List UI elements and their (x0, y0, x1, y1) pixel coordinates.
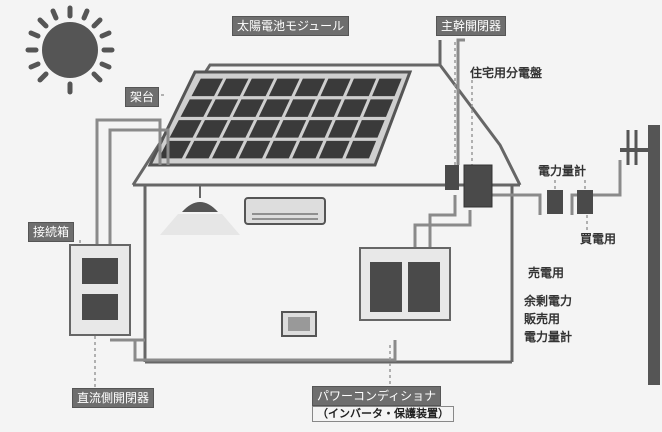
solar-cell (294, 78, 326, 97)
solar-cell (222, 120, 254, 138)
main-breaker-label: 主幹開閉器 (436, 16, 507, 36)
solar-cell (328, 120, 359, 138)
solar-cell (318, 140, 350, 159)
electric-meters (547, 190, 593, 214)
solar-cell (232, 99, 264, 117)
solar-cells (158, 78, 402, 159)
sell-label: 売電用 (528, 266, 565, 280)
monitor-icon (281, 311, 317, 337)
junction-box (69, 244, 131, 336)
wiring (95, 38, 622, 362)
solar-panel-array (147, 70, 413, 167)
junction-box-label: 接続箱 (28, 222, 75, 242)
solar-cell (268, 78, 300, 97)
solar-cell (180, 99, 213, 117)
dashed-leaders (79, 42, 588, 392)
solar-cell (337, 99, 368, 117)
solar-module-label: 太陽電池モジュール (232, 16, 350, 36)
sun-icon (25, 5, 115, 95)
purchase-label: 買電用 (580, 232, 617, 246)
solar-cell (284, 99, 316, 117)
power-conditioner-label: パワーコンディショナ (312, 386, 442, 406)
solar-cell (238, 140, 271, 159)
solar-cell (195, 120, 228, 138)
solar-cell (206, 99, 239, 117)
solar-cell (217, 78, 249, 97)
air-conditioner-icon (244, 197, 326, 225)
solar-cell (292, 140, 324, 159)
solar-cell (346, 78, 377, 97)
dc-switch-label: 直流側開閉器 (72, 388, 155, 408)
meter-label: 電力量計 (538, 164, 587, 178)
solar-cell (265, 140, 297, 159)
solar-cell (185, 140, 218, 159)
solar-cell (311, 99, 342, 117)
power-conditioner-sublabel: （インバータ・保護装置） (312, 406, 454, 422)
solar-cell (372, 78, 402, 97)
frame-label: 架台 (125, 87, 160, 107)
solar-cell (301, 120, 333, 138)
utility-pole-icon (620, 125, 660, 385)
solar-cell (345, 140, 377, 159)
ceiling-lamp-icon (160, 185, 240, 235)
distribution-board-label: 住宅用分電盤 (470, 66, 543, 80)
power-conditioner (359, 247, 451, 321)
surplus-label-1: 余剰電力 (524, 294, 573, 308)
solar-cell (169, 120, 202, 138)
solar-cell (258, 99, 290, 117)
solar-cell (275, 120, 307, 138)
solar-cell (320, 78, 351, 97)
surplus-label-3: 電力量計 (524, 330, 573, 344)
solar-cell (363, 99, 394, 117)
surplus-label-2: 販売用 (524, 312, 561, 326)
solar-cell (191, 78, 224, 97)
solar-cell (354, 120, 385, 138)
solar-cell (243, 78, 275, 97)
distribution-board (445, 164, 493, 208)
solar-cell (248, 120, 281, 138)
solar-cell (212, 140, 244, 159)
